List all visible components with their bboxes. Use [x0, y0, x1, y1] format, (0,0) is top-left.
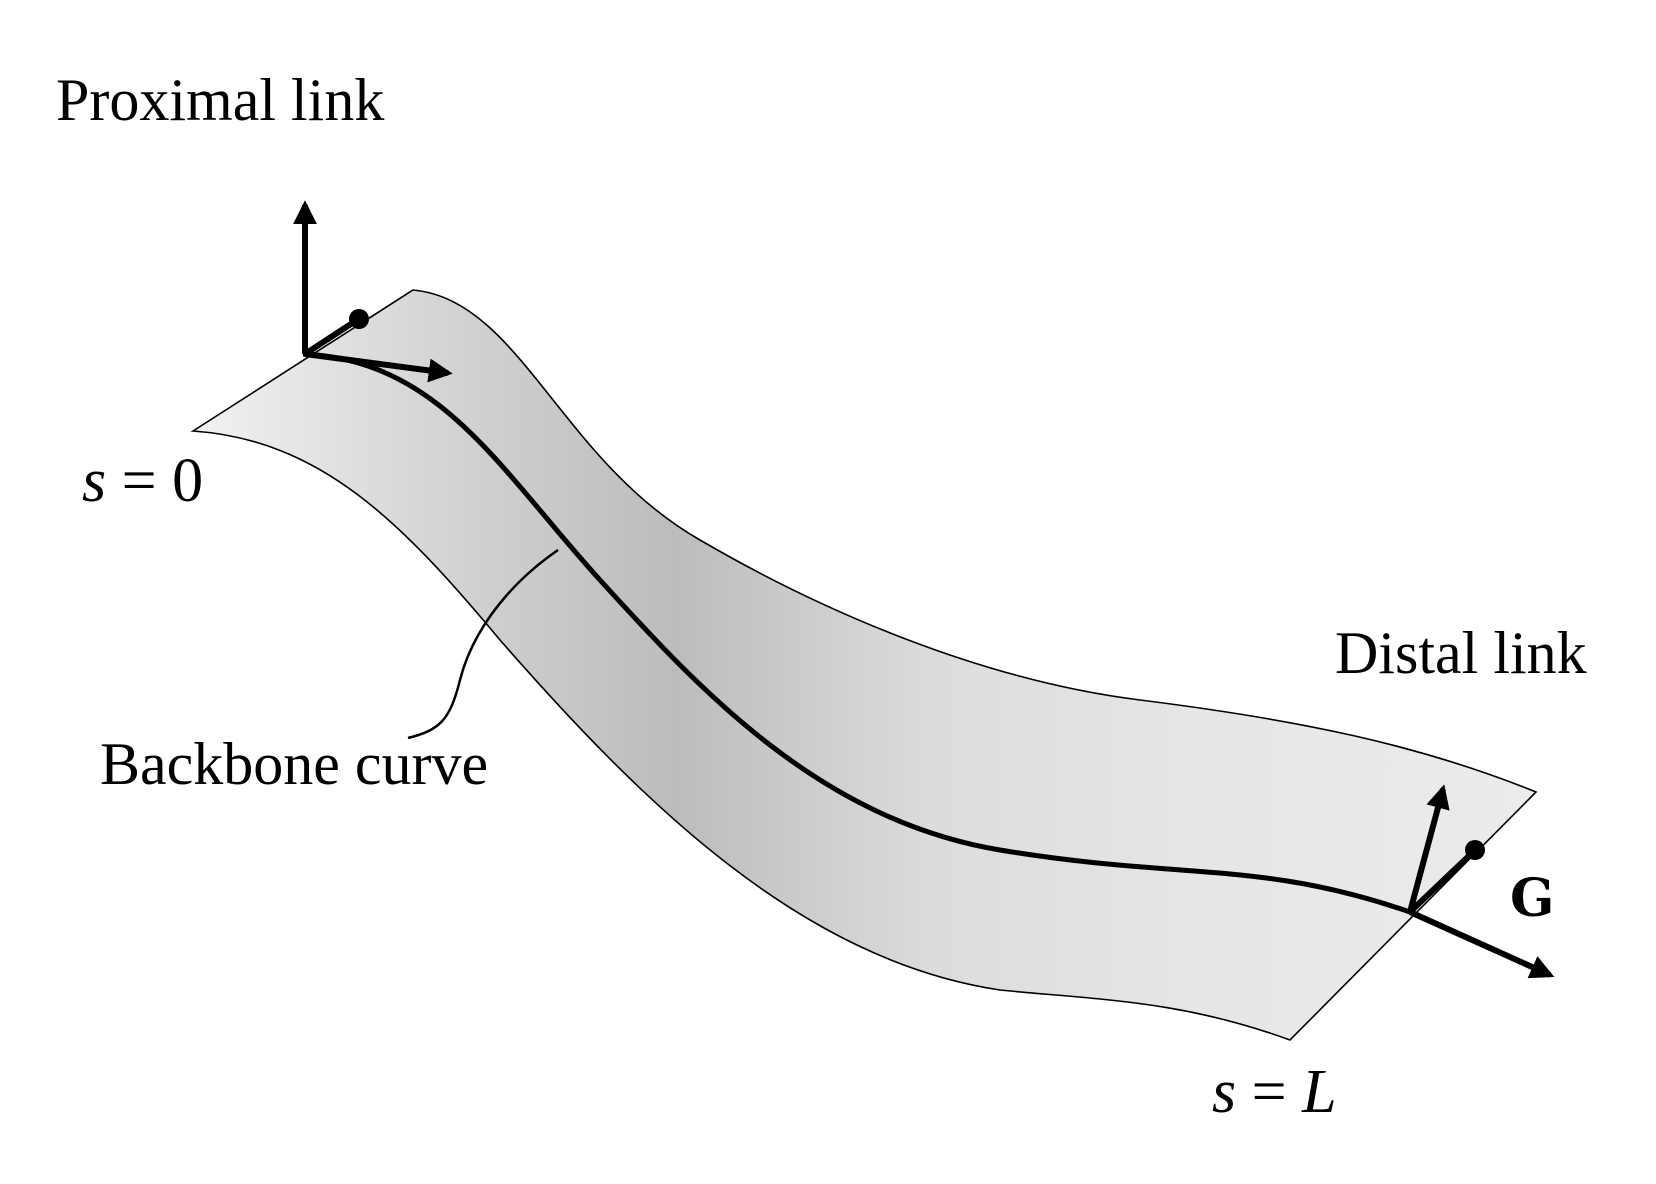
s-end-label: s = L — [1212, 1057, 1337, 1128]
s-start-variable: s — [82, 447, 107, 515]
distal-y-axis-dot — [1465, 840, 1485, 860]
proximal-x-axis — [304, 351, 453, 383]
backbone-curve — [302, 351, 1411, 915]
s-start-equals-zero: = 0 — [121, 447, 204, 515]
distal-z-axis — [1407, 784, 1450, 913]
backbone-leader-line — [407, 548, 559, 740]
s-start-label: s = 0 — [82, 446, 203, 517]
distal-x-axis — [1408, 909, 1555, 979]
proximal-y-axis-dot — [349, 309, 369, 329]
ribbon-surface — [190, 289, 1538, 1041]
proximal-link-label: Proximal link — [56, 67, 385, 133]
s-end-value: L — [1302, 1058, 1337, 1126]
proximal-y-axis — [303, 317, 359, 357]
backbone-curve-label: Backbone curve — [100, 731, 489, 797]
distal-link-label: Distal link — [1335, 620, 1587, 686]
s-end-variable: s — [1212, 1058, 1237, 1126]
distal-y-axis — [1407, 850, 1475, 915]
distal-frame — [1407, 784, 1555, 979]
s-end-equals: = — [1251, 1058, 1287, 1126]
frame-g-label: G — [1510, 868, 1555, 929]
proximal-frame — [293, 200, 453, 383]
